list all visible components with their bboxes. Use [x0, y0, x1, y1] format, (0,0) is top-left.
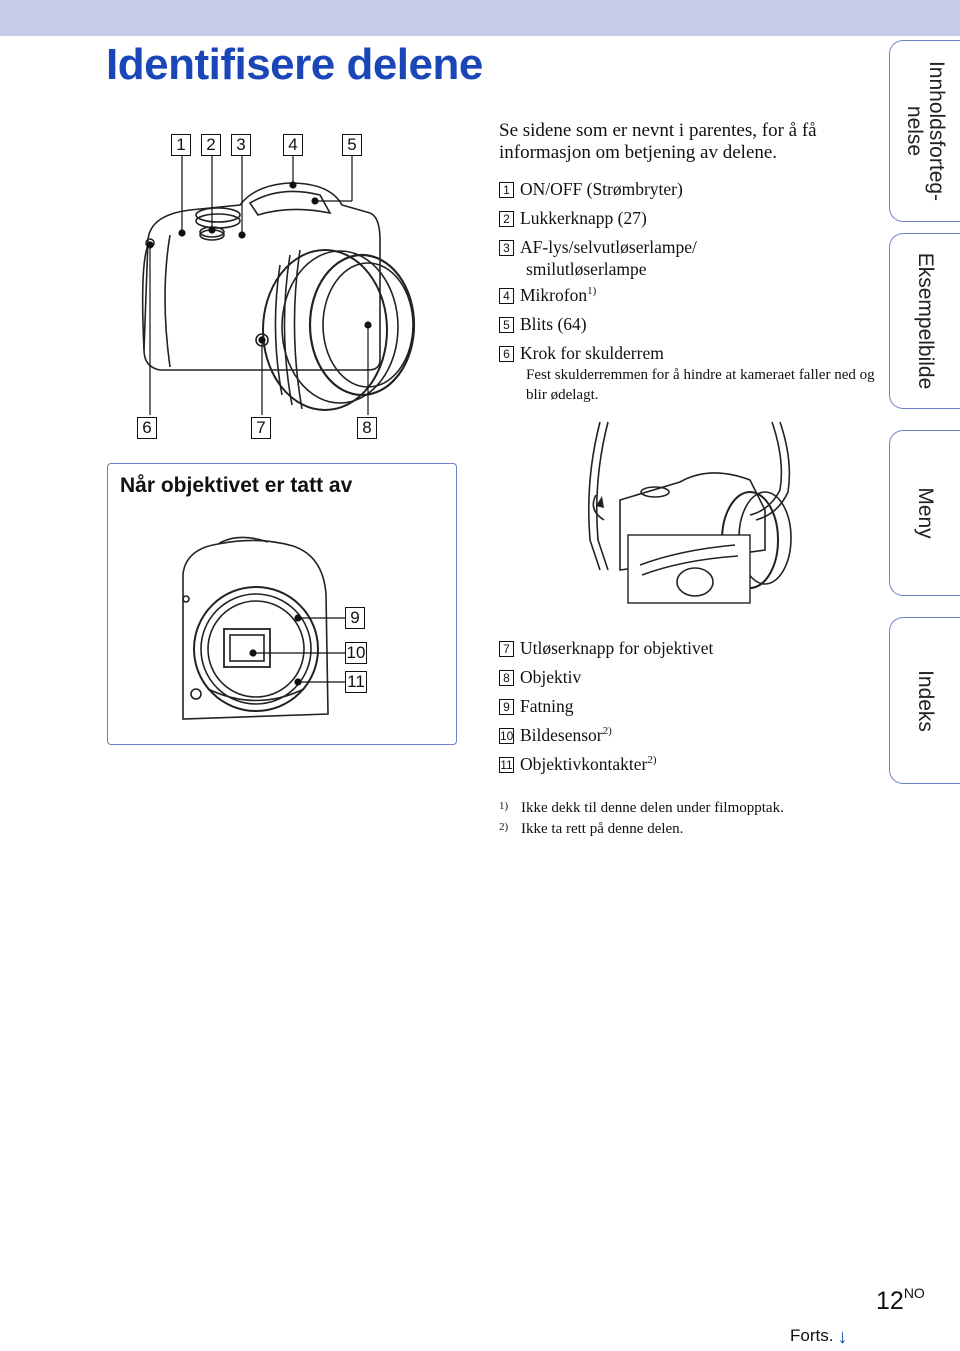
top-bar — [0, 0, 960, 36]
callout-5: 5 — [342, 134, 362, 156]
footnote: 2)Ikke ta rett på denne delen. — [499, 821, 684, 837]
footnotes: 1)Ikke dekk til denne delen under filmop… — [499, 798, 784, 840]
callout-2: 2 — [201, 134, 221, 156]
callout-1: 1 — [171, 134, 191, 156]
callout-6: 6 — [137, 417, 157, 439]
callout-9: 9 — [345, 607, 365, 629]
callout-8: 8 — [357, 417, 377, 439]
panel-title: Når objektivet er tatt av — [120, 474, 353, 497]
camera-mount-drawing — [182, 536, 329, 720]
footnote: 1)Ikke dekk til denne delen under filmop… — [499, 800, 784, 816]
tab-index[interactable]: Indeks — [889, 617, 960, 784]
callout-10: 10 — [345, 642, 367, 664]
tab-sample-photo[interactable]: Eksempelbilde — [889, 233, 960, 409]
page-number: 12NO — [876, 1285, 925, 1315]
page-title: Identifisere delene — [106, 40, 483, 89]
arrow-down-icon: ↓ — [837, 1326, 848, 1348]
lens-removed-panel: Når objektivet er tatt av 9 10 11 — [107, 463, 457, 745]
continue-link[interactable]: Forts.↓ — [790, 1326, 848, 1348]
callout-7: 7 — [251, 417, 271, 439]
callout-3: 3 — [231, 134, 251, 156]
panel-leader-lines — [249, 614, 345, 686]
list-item-continuation: smilutløserlampe — [526, 259, 647, 279]
tab-table-of-contents[interactable]: Innholdsforteg- nelse — [889, 40, 960, 222]
tab-menu[interactable]: Meny — [889, 430, 960, 596]
camera-front-drawing — [141, 156, 416, 415]
strap-illustration — [587, 421, 792, 604]
callout-11: 11 — [345, 671, 367, 693]
list-item-note: Fest skulderremmen for å hindre at kamer… — [526, 367, 875, 403]
callout-4: 4 — [283, 134, 303, 156]
intro-text: Se sidene som er nevnt i parentes, for å… — [499, 120, 817, 163]
